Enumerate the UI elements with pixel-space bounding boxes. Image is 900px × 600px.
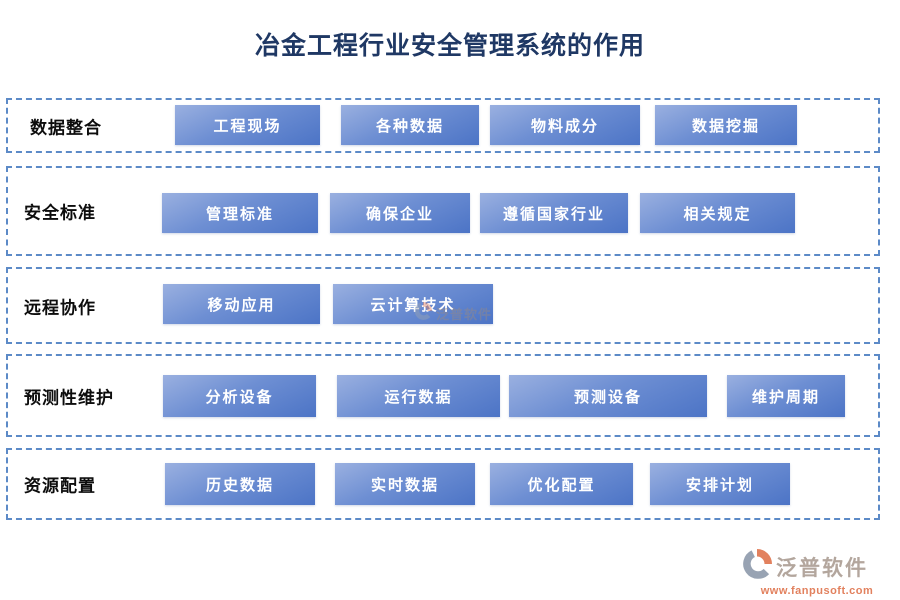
row-4-block-2: 运行数据: [337, 375, 500, 417]
row-4-block-4: 维护周期: [727, 375, 845, 417]
page-title: 冶金工程行业安全管理系统的作用: [254, 31, 645, 60]
row-4-block-3: 预测设备: [509, 375, 707, 417]
row-5-block-3: 优化配置: [490, 463, 633, 505]
row-2-label: 安全标准: [24, 203, 96, 223]
row-data-integration: 数据整合 工程现场 各种数据 物料成分 数据挖掘: [6, 98, 880, 153]
row-1-block-4: 数据挖掘: [655, 105, 797, 145]
row-3-label: 远程协作: [24, 298, 96, 317]
row-safety-standards: 安全标准 管理标准 确保企业 遵循国家行业 相关规定: [6, 166, 880, 256]
brand-name: 泛普软件: [776, 556, 868, 580]
row-predictive-maintenance: 预测性维护 分析设备 运行数据 预测设备 维护周期: [6, 354, 880, 437]
row-2-block-4: 相关规定: [640, 193, 795, 233]
row-1-block-3: 物料成分: [490, 105, 640, 145]
row-3-block-1: 移动应用: [163, 284, 320, 324]
row-4-block-1: 分析设备: [163, 375, 316, 417]
row-5-block-4: 安排计划: [650, 463, 790, 505]
row-1-label: 数据整合: [30, 118, 102, 137]
row-3-block-2: 云计算技术: [333, 284, 493, 324]
row-2-block-3: 遵循国家行业: [480, 193, 628, 233]
row-2-block-2: 确保企业: [330, 193, 470, 233]
row-4-label: 预测性维护: [24, 388, 114, 407]
row-5-block-1: 历史数据: [165, 463, 315, 505]
row-2-block-1: 管理标准: [162, 193, 318, 233]
row-remote-collaboration: 远程协作 移动应用 云计算技术: [6, 267, 880, 344]
brand-url: www.fanpusoft.com: [760, 585, 874, 597]
brand-logo: 泛普软件 www.fanpusoft.com: [742, 549, 892, 597]
row-5-block-2: 实时数据: [335, 463, 475, 505]
row-5-label: 资源配置: [24, 476, 96, 496]
fanpu-logo-icon: [742, 549, 772, 584]
row-1-block-1: 工程现场: [175, 105, 320, 145]
row-1-block-2: 各种数据: [341, 105, 479, 145]
row-resource-allocation: 资源配置 历史数据 实时数据 优化配置 安排计划: [6, 448, 880, 520]
